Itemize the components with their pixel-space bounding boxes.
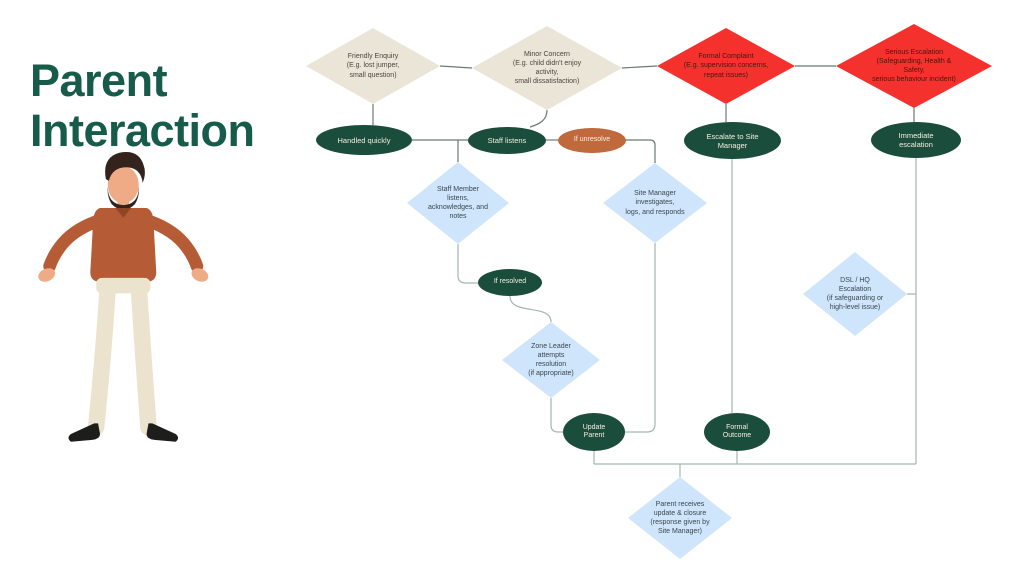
connector (457, 244, 478, 284)
page-title: Parent Interaction (30, 55, 255, 156)
man-illustration (38, 152, 209, 442)
flow-node-if-unresolve: If unresolve (558, 128, 626, 153)
connector (625, 243, 656, 433)
connector (509, 295, 552, 323)
flow-node-handled-quickly: Handled quickly (316, 125, 412, 155)
connector (439, 65, 473, 69)
flow-node-escalate-site-manager: Escalate to Site Manager (684, 122, 781, 159)
flow-node-if-resolved: If resolved (478, 269, 542, 296)
flow-node-staff-listens: Staff listens (468, 127, 546, 154)
connector (529, 109, 548, 128)
flow-node-immediate-escalation: Immediate escalation (871, 122, 961, 158)
connector (621, 65, 658, 69)
connector (550, 398, 563, 433)
flow-node-update-parent: Update Parent (563, 413, 625, 451)
connector (626, 139, 656, 163)
flow-node-formal-outcome: Formal Outcome (704, 413, 770, 451)
